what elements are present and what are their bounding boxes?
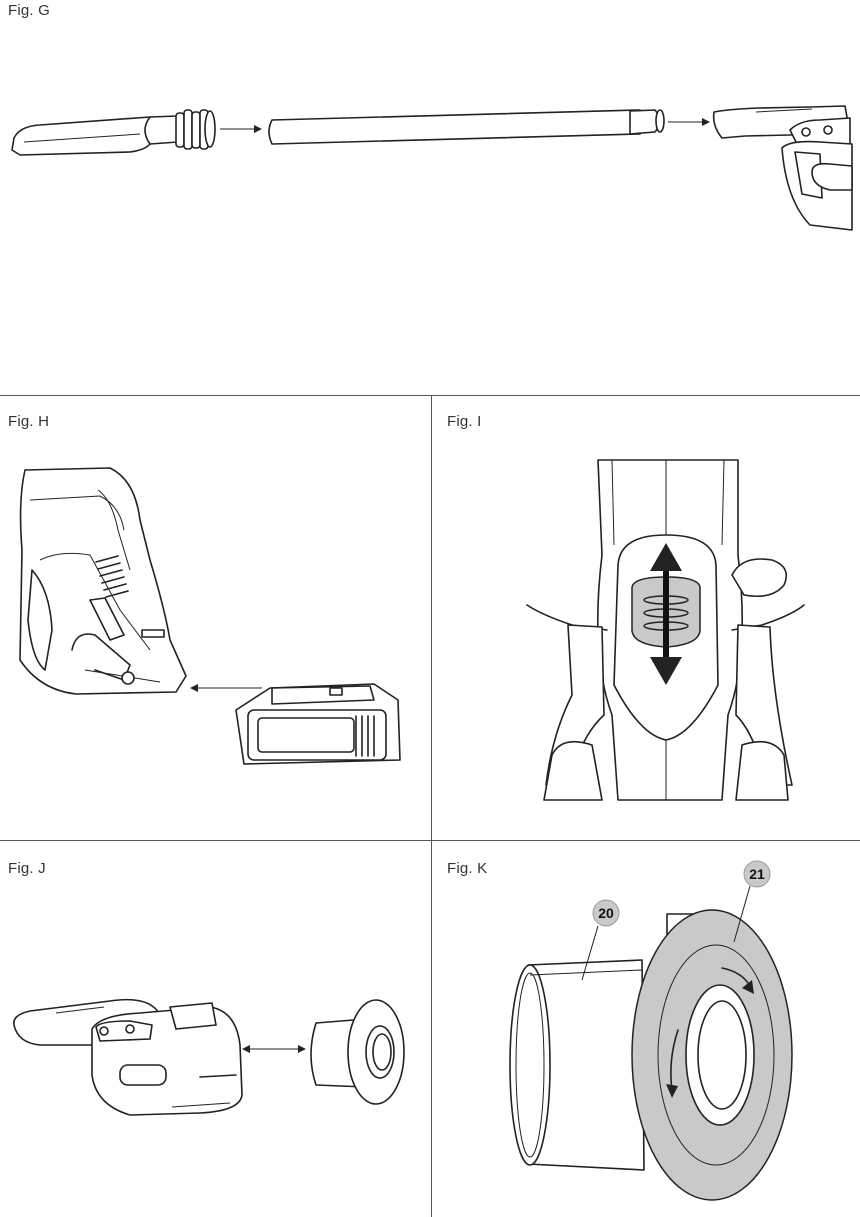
vacuum-head [712, 105, 853, 231]
fig-i-label: Fig. I [447, 413, 482, 430]
callout-21-text: 21 [749, 866, 765, 882]
crevice-tool-ribbed-end [175, 109, 216, 150]
remove-arrow [242, 1045, 306, 1053]
callout-20-text: 20 [598, 905, 614, 921]
callout-20: 20 [581, 899, 620, 981]
handheld-unit [13, 998, 243, 1116]
double-arrow-icon [650, 543, 682, 685]
divider-top [0, 395, 860, 396]
arrow-2 [668, 118, 710, 126]
fig-h-illustration [19, 467, 401, 765]
vent-grille [95, 555, 129, 598]
vacuum-body-side [19, 467, 187, 695]
battery-pack [235, 683, 401, 765]
fig-j-label: Fig. J [8, 860, 46, 877]
fig-g-illustration [11, 105, 853, 231]
arrow-1 [220, 125, 262, 133]
fig-k-illustration: 20 21 [509, 860, 793, 1201]
divider-vertical [431, 395, 432, 1217]
filter-part-21 [631, 909, 793, 1201]
insert-arrow [190, 684, 262, 692]
fig-h-label: Fig. H [8, 413, 50, 430]
divider-middle [0, 840, 860, 841]
fig-i-illustration [526, 459, 805, 801]
fig-j-illustration [13, 998, 405, 1116]
fig-g-label: Fig. G [8, 2, 51, 19]
callout-21: 21 [733, 860, 771, 943]
extension-tube [268, 109, 665, 145]
fig-k-label: Fig. K [447, 860, 488, 877]
filter-part-20 [509, 959, 645, 1171]
crevice-tool [11, 115, 179, 156]
filter-small [310, 999, 405, 1105]
